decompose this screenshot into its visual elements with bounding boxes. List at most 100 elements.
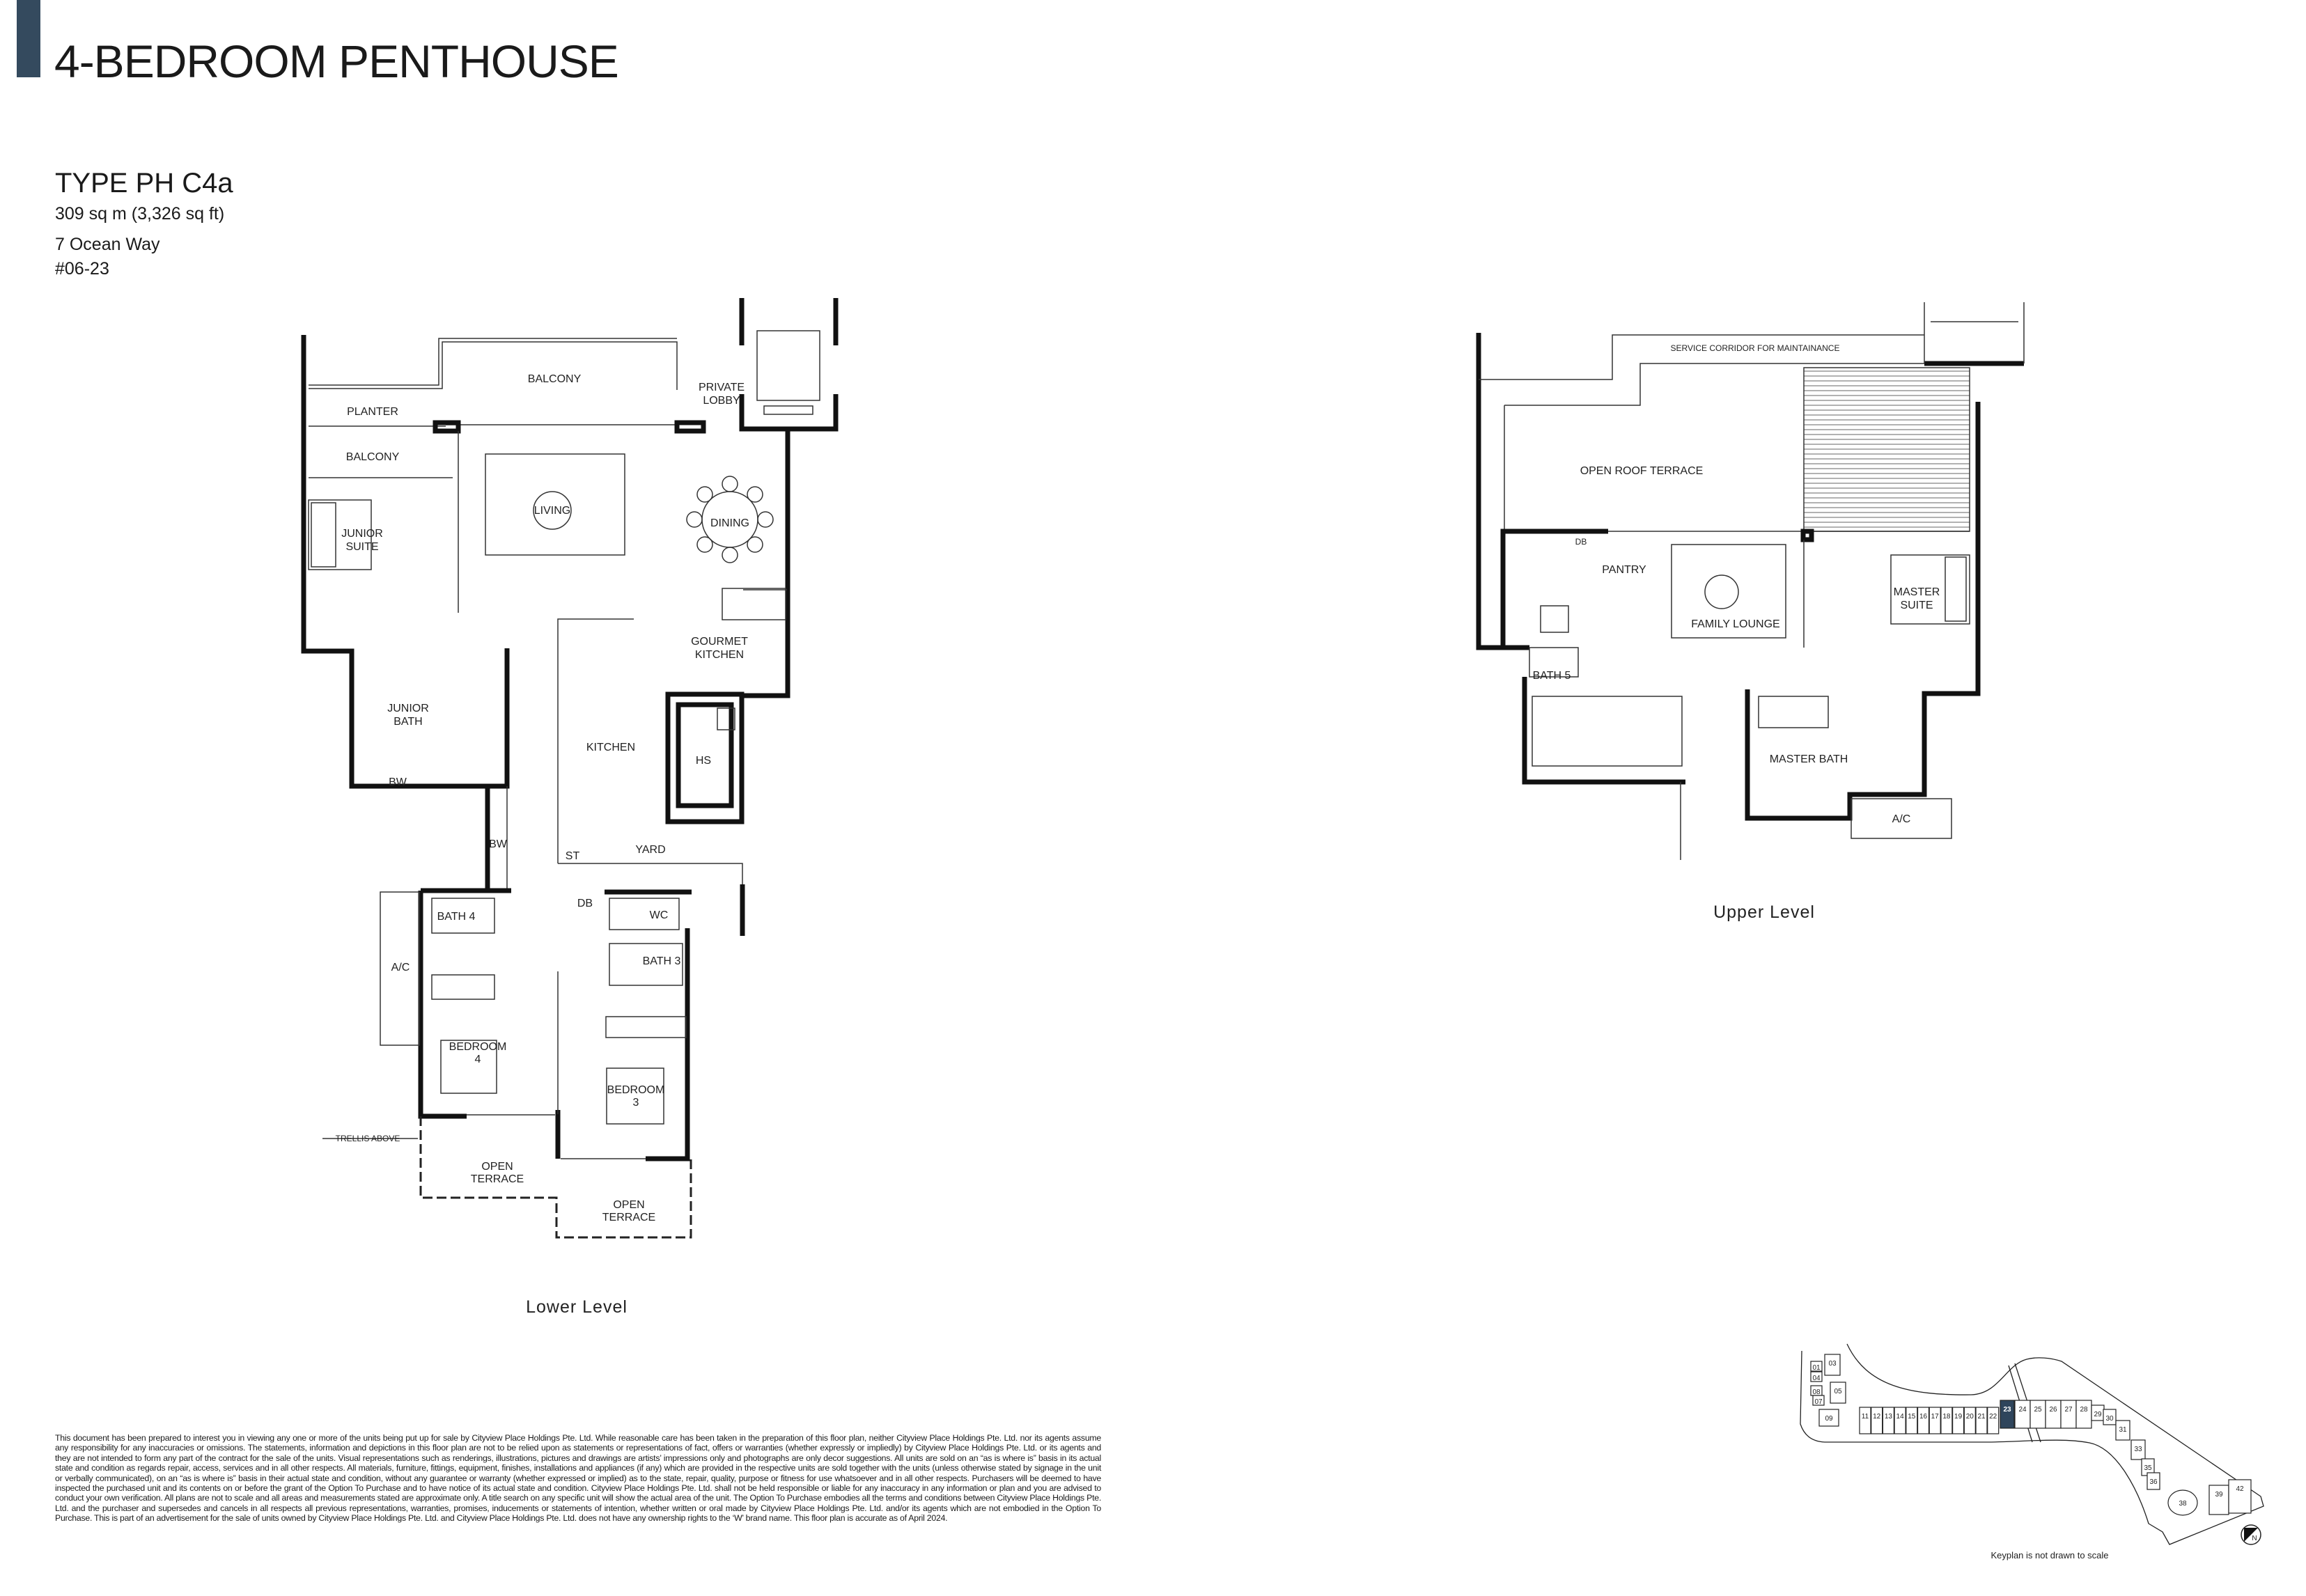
lower-level-caption: Lower Level (526, 1297, 628, 1317)
keyplan-unit (2147, 1472, 2160, 1490)
keyplan-unit-label: 30 (2105, 1415, 2114, 1423)
keyplan-unit-label: 42 (2236, 1485, 2244, 1493)
unit-address-block: 7 Ocean Way #06-23 (55, 233, 160, 281)
room-label: JUNIOR (341, 528, 383, 540)
keyplan-unit-label: 13 (1885, 1413, 1893, 1421)
keyplan-unit (1906, 1407, 1918, 1434)
room-label: BATH (394, 716, 422, 728)
keyplan-unit (1929, 1407, 1941, 1434)
north-arrow-icon: N (2241, 1524, 2261, 1545)
keyplan-unit-label: 24 (2018, 1406, 2027, 1414)
keyplan-unit (1987, 1407, 2000, 1434)
keyplan-unit-label: 17 (1931, 1413, 1940, 1421)
upper-level-walls (1476, 302, 2025, 860)
keyplan-unit (1859, 1407, 1871, 1434)
keyplan-unit (1952, 1407, 1965, 1434)
keyplan-unit-label: 03 (1828, 1360, 1837, 1368)
keyplan-unit-label: 08 (1812, 1388, 1821, 1396)
keyplan-unit-label: 04 (1812, 1375, 1821, 1382)
room-label: YARD (635, 844, 665, 856)
keyplan-unit (1871, 1407, 1883, 1434)
lower-level-furniture (308, 453, 774, 1125)
keyplan-unit (2075, 1400, 2092, 1429)
room-label: LOBBY (703, 395, 740, 407)
keyplan-unit (2045, 1400, 2062, 1429)
room-label: FAMILY LOUNGE (1691, 618, 1779, 630)
keyplan-unit (1812, 1395, 1825, 1406)
upper-level-furniture (1540, 544, 1970, 728)
keyplan-unit-label: 15 (1908, 1413, 1916, 1421)
keyplan-unit (1963, 1407, 1976, 1434)
keyplan-unit-label: 07 (1814, 1398, 1823, 1406)
keyplan-unit-label: 22 (1989, 1413, 1997, 1421)
room-label: DB (577, 898, 593, 909)
room-label: DINING (710, 517, 749, 529)
keyplan-unit (1818, 1409, 1839, 1427)
room-label: 3 (633, 1097, 639, 1109)
keyplan-unit-label: 33 (2134, 1446, 2142, 1453)
room-label: ST (566, 850, 580, 862)
keyplan-unit (2030, 1400, 2046, 1429)
page-title: 4-BEDROOM PENTHOUSE (54, 36, 619, 87)
legal-disclaimer: This document has been prepared to inter… (55, 1433, 1101, 1524)
keyplan-unit-label: 23 (2003, 1406, 2011, 1414)
keyplan-note: Keyplan is not drawn to scale (1991, 1550, 2108, 1560)
keyplan-unit (1810, 1361, 1823, 1372)
room-label: BW (489, 838, 508, 850)
keyplan-site-boundary (1800, 1343, 2264, 1545)
keyplan-unit-label: 05 (1834, 1388, 1842, 1395)
keyplan-unit (2115, 1420, 2130, 1441)
room-label: TERRACE (602, 1212, 655, 1223)
keyplan-unit (1975, 1407, 1988, 1434)
keyplan-unit-label: 31 (2119, 1426, 2127, 1434)
upper-level-caption: Upper Level (1713, 902, 1815, 922)
room-label: OPEN (613, 1199, 644, 1211)
room-label: PANTRY (1602, 564, 1646, 576)
room-label: KITCHEN (695, 649, 744, 661)
room-label: MASTER BATH (1770, 753, 1848, 765)
trellis-label: TRELLIS ABOVE (336, 1134, 400, 1143)
room-label: BALCONY (528, 373, 582, 385)
unit-area: 309 sq m (3,326 sq ft) (55, 204, 225, 224)
keyplan-unit-label: 25 (2034, 1406, 2042, 1414)
keyplan-unit-label: 12 (1873, 1413, 1881, 1421)
room-label: BEDROOM (449, 1041, 507, 1053)
room-label: HS (696, 755, 711, 767)
upper-level-plan: SERVICE CORRIDOR FOR MAINTAINANCE OPEN R… (1476, 302, 2025, 922)
keyplan-unit (2103, 1409, 2117, 1425)
room-label: 4 (475, 1054, 481, 1065)
room-label: BEDROOM (607, 1084, 665, 1096)
room-label: PRIVATE (699, 382, 745, 393)
keyplan-unit-label: 01 (1812, 1364, 1821, 1372)
room-label: JUNIOR (387, 703, 429, 714)
roof-hatch (1804, 370, 1970, 528)
keyplan-unit-label: 28 (2080, 1406, 2088, 1414)
room-label: BATH 3 (643, 955, 681, 967)
room-label: A/C (391, 962, 410, 973)
room-label: PLANTER (347, 406, 398, 418)
keyplan-unit-label: 11 (1862, 1413, 1869, 1421)
keyplan-unit-label: 36 (2149, 1478, 2158, 1486)
room-label: WC (650, 909, 669, 921)
room-label: BALCONY (346, 451, 400, 463)
keyplan-unit (1917, 1407, 1930, 1434)
keyplan-unit (1940, 1407, 1953, 1434)
svg-text:N: N (2252, 1535, 2257, 1542)
lower-level-walls (301, 298, 839, 1239)
room-label: SERVICE CORRIDOR FOR MAINTAINANCE (1671, 343, 1840, 353)
lower-level-room-labels: BALCONY PRIVATE LOBBY PLANTER BALCONY JU… (336, 373, 749, 1223)
keyplan-unit (2060, 1400, 2077, 1429)
keyplan-unit (2208, 1485, 2229, 1515)
upper-level-room-labels: SERVICE CORRIDOR FOR MAINTAINANCE OPEN R… (1533, 343, 1940, 825)
keyplan-unit (1810, 1371, 1823, 1382)
room-label: BATH 4 (437, 911, 476, 923)
room-label: A/C (1892, 813, 1911, 825)
unit-number: #06-23 (55, 259, 109, 279)
room-label: GOURMET (691, 636, 748, 648)
keyplan-unit (2228, 1479, 2252, 1514)
keyplan-unit-label: 29 (2094, 1411, 2102, 1418)
keyplan-unit-label: 38 (2179, 1500, 2187, 1508)
